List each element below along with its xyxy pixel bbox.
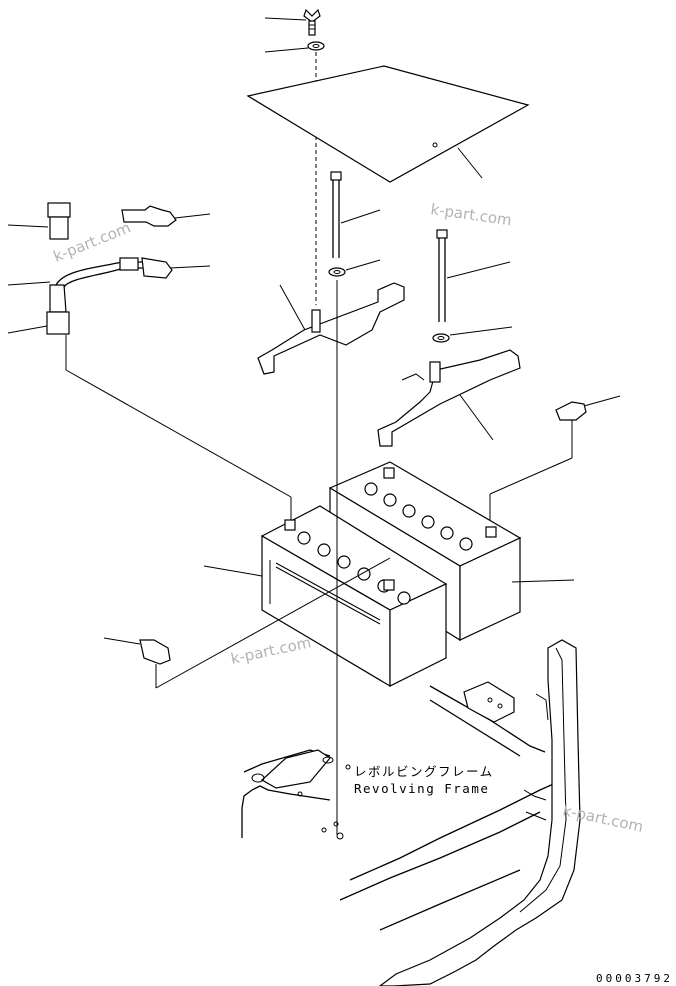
left-bracket-part [257, 282, 405, 375]
right-washer-part [432, 326, 513, 343]
terminal-cap-part [7, 202, 71, 240]
cable-leader-line-2 [65, 369, 292, 498]
watermark-3: k-part.com [229, 633, 313, 668]
top-washer-part [264, 41, 325, 53]
right-bracket-part [377, 349, 521, 447]
battery-rear-part [328, 461, 575, 642]
battery-front-part [203, 505, 448, 688]
battery-cable-part [7, 257, 211, 335]
left-washer-part [328, 259, 381, 277]
long-bolt-left-part [330, 171, 381, 258]
battery-leader-line [155, 557, 391, 689]
watermark-2: k-part.com [429, 200, 512, 229]
revolving-frame-part [241, 639, 581, 986]
long-bolt-right-part [436, 229, 511, 322]
image-id: 00003792 [596, 972, 673, 985]
cover-plate-part [246, 65, 530, 183]
frame-label-english: Revolving Frame [354, 781, 489, 796]
lower-terminal-part [103, 637, 171, 665]
right-terminal-leader-2 [489, 457, 573, 495]
wing-bolt-part [264, 8, 321, 36]
frame-label-japanese: レボルビングフレーム [354, 764, 494, 779]
frame-label: レボルビングフレーム Revolving Frame [354, 764, 494, 796]
right-terminal-part [555, 395, 621, 421]
terminal-clamp-part [121, 205, 211, 227]
